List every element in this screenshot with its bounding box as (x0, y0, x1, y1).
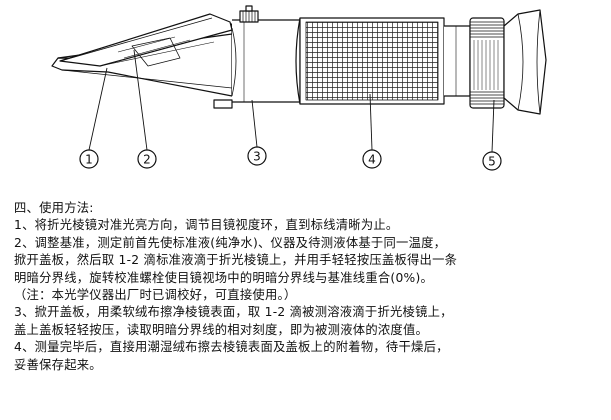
callout-4-label: 4 (368, 153, 376, 167)
calibration-screw (239, 5, 259, 23)
instruction-line: 盖上盖板轻轻按压，读取明暗分界线的相对刻度，即为被测液体的浓度值。 (14, 322, 429, 337)
callout-2-label: 2 (143, 153, 151, 167)
callout-3-label: 3 (253, 150, 261, 164)
callout-5: 5 (482, 151, 502, 171)
daylight-plate (59, 13, 233, 67)
leader-lines (88, 49, 495, 153)
instruction-line: 4、测量完毕后，直接用潮湿绒布擦去棱镜表面及盖板上的附着物，待干燥后， (14, 340, 449, 355)
rubber-eyecup (503, 9, 547, 115)
instruction-line: 2、调整基准，测定前首先使标准液(纯净水)、仪器及待测液体基于同一温度， (14, 235, 447, 250)
body-tube (213, 19, 301, 109)
instruction-line: 妥善保存起来。 (14, 357, 102, 372)
instruction-note: （注：本光学仪器出厂时已调校好，可直接使用。） (14, 288, 297, 303)
diopter-ring (469, 17, 505, 109)
instruction-line: 明暗分界线，旋转校准螺栓使目镜视场中的明暗分界线与基准线重合(0%)。 (14, 270, 434, 285)
refractometer-diagram: 1 2 3 4 5 (51, 5, 547, 171)
instruction-line: 1、将折光棱镜对准光亮方向，调节目镜视度环，直到标线清晰为止。 (14, 218, 399, 233)
usage-instructions: 四、使用方法: 1、将折光棱镜对准光亮方向，调节目镜视度环，直到标线清晰为止。 … (14, 200, 604, 374)
callout-4: 4 (362, 149, 382, 169)
callout-1-label: 1 (85, 153, 93, 167)
rubber-grip (295, 17, 445, 105)
eyepiece-neck (444, 25, 471, 97)
section-heading: 四、使用方法: (14, 201, 94, 215)
callout-1: 1 (79, 149, 99, 169)
callout-5-label: 5 (488, 155, 496, 169)
instruction-line: 掀开盖板，然后取 1-2 滴标准液滴于折光棱镜上，并用手轻轻按压盖板得出一条 (14, 253, 458, 268)
instruction-line: 3、掀开盖板，用柔软绒布擦净棱镜表面，取 1-2 滴被测溶液滴于折光棱镜上， (14, 305, 453, 320)
callout-3: 3 (247, 146, 267, 166)
callout-2: 2 (137, 149, 157, 169)
